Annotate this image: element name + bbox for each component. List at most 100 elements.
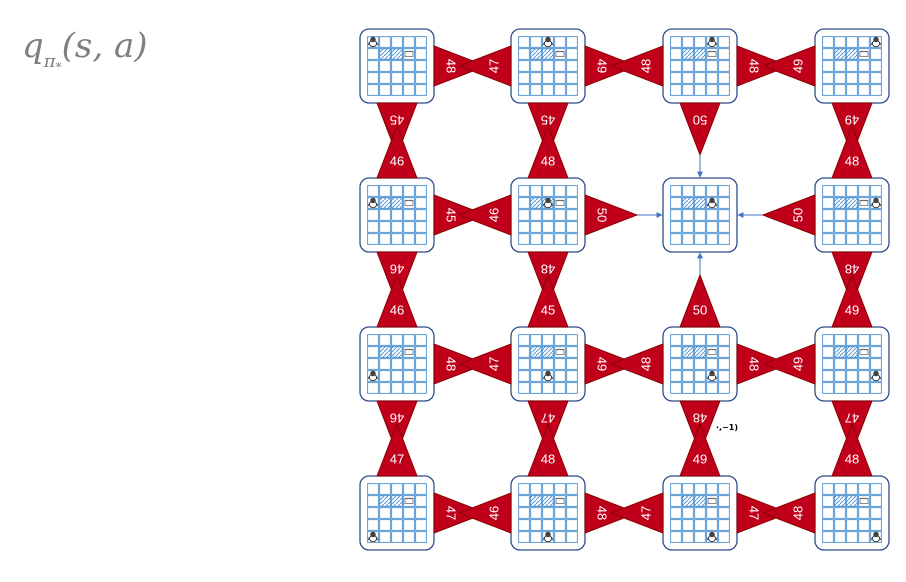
grid-cell bbox=[367, 358, 379, 370]
grid-cell bbox=[718, 507, 730, 519]
triangle-shape bbox=[610, 343, 664, 385]
grid-cell bbox=[682, 233, 694, 245]
triangle-shape bbox=[831, 125, 873, 179]
agent-icon bbox=[706, 36, 718, 48]
triangle-shape bbox=[376, 274, 418, 328]
action-value-triangle: 48 bbox=[762, 492, 816, 534]
grid-cell bbox=[718, 382, 730, 394]
grid-cell bbox=[379, 334, 391, 346]
grid-cell bbox=[518, 72, 530, 84]
grid-cell bbox=[403, 370, 415, 382]
state-board bbox=[359, 177, 435, 253]
grid-cell bbox=[379, 519, 391, 531]
grid-cell bbox=[367, 60, 379, 72]
action-value-triangle: 48 bbox=[831, 423, 873, 477]
grid-cell bbox=[694, 72, 706, 84]
grid-cell bbox=[694, 370, 706, 382]
grid-cell bbox=[367, 185, 379, 197]
grid-cell bbox=[415, 221, 427, 233]
action-value-label: 46 bbox=[390, 261, 404, 276]
grid-cell bbox=[834, 370, 846, 382]
grid-cell bbox=[822, 507, 834, 519]
grid-cell bbox=[682, 483, 694, 495]
action-value-label: 47 bbox=[639, 506, 654, 520]
grid-cell bbox=[870, 221, 882, 233]
grid-cell bbox=[566, 36, 578, 48]
grid-cell bbox=[846, 507, 858, 519]
grid-cell bbox=[706, 519, 718, 531]
grid-cell bbox=[694, 36, 706, 48]
grid-cell bbox=[530, 370, 542, 382]
grid-cell bbox=[403, 221, 415, 233]
grid-cell bbox=[415, 185, 427, 197]
grid-cell bbox=[554, 531, 566, 543]
grid-cell bbox=[682, 60, 694, 72]
grid-cell bbox=[846, 221, 858, 233]
grid-cell bbox=[834, 36, 846, 48]
grid-cell bbox=[379, 358, 391, 370]
grid-cell bbox=[554, 370, 566, 382]
grid-cell bbox=[367, 48, 379, 60]
grid-cell bbox=[518, 209, 530, 221]
grid-cell bbox=[682, 334, 694, 346]
grid-cell bbox=[718, 483, 730, 495]
grid-cell bbox=[518, 60, 530, 72]
grid-cell bbox=[415, 346, 427, 358]
grid-cell bbox=[554, 233, 566, 245]
grid-cell bbox=[518, 233, 530, 245]
action-value-label: 47 bbox=[390, 452, 404, 467]
grid-cell bbox=[403, 197, 415, 209]
grid-cell bbox=[670, 72, 682, 84]
grid-cell bbox=[542, 483, 554, 495]
grid-cell bbox=[391, 60, 403, 72]
obstacle-cell bbox=[530, 197, 554, 209]
grid-cell bbox=[682, 221, 694, 233]
grid-cell bbox=[706, 233, 718, 245]
grid-cell bbox=[706, 483, 718, 495]
triangle-shape bbox=[610, 45, 664, 87]
grid-cell bbox=[870, 72, 882, 84]
grid-cell bbox=[718, 358, 730, 370]
grid-cell bbox=[858, 197, 870, 209]
grid-cell bbox=[682, 185, 694, 197]
triangle-shape bbox=[527, 274, 569, 328]
grid-cell bbox=[379, 72, 391, 84]
action-value-label: 49 bbox=[791, 357, 806, 371]
grid-cell bbox=[554, 84, 566, 96]
grid-cell bbox=[834, 72, 846, 84]
grid-cell bbox=[403, 519, 415, 531]
grid-cell bbox=[858, 185, 870, 197]
action-value-triangle: 48 bbox=[610, 343, 664, 385]
grid-cell bbox=[566, 346, 578, 358]
grid-cell bbox=[415, 519, 427, 531]
agent-icon bbox=[870, 197, 882, 209]
grid-cell bbox=[391, 507, 403, 519]
formula-title: qπ*(s, a) bbox=[22, 26, 147, 74]
triangle-shape bbox=[762, 194, 816, 236]
agent-icon bbox=[870, 36, 882, 48]
grid-cell bbox=[379, 507, 391, 519]
grid-cell bbox=[566, 507, 578, 519]
grid-cell bbox=[530, 36, 542, 48]
grid-cell bbox=[846, 483, 858, 495]
obstacle-cell bbox=[379, 48, 403, 60]
triangle-shape bbox=[831, 274, 873, 328]
grid-cell bbox=[518, 36, 530, 48]
grid-cell bbox=[554, 495, 566, 507]
triangle-shape bbox=[527, 125, 569, 179]
grid-cell bbox=[834, 358, 846, 370]
grid-cell bbox=[415, 334, 427, 346]
grid-cell bbox=[391, 370, 403, 382]
action-value-triangle: 50 bbox=[679, 274, 721, 328]
triangle-shape bbox=[762, 343, 816, 385]
grid-cell bbox=[379, 36, 391, 48]
grid-cell bbox=[415, 531, 427, 543]
grid-cell bbox=[542, 221, 554, 233]
grid-cell bbox=[682, 209, 694, 221]
action-value-triangle: 46 bbox=[458, 194, 512, 236]
grid-cell bbox=[670, 334, 682, 346]
formula-subscript-star: * bbox=[55, 60, 62, 74]
grid-cell bbox=[694, 507, 706, 519]
grid-cell bbox=[834, 84, 846, 96]
action-value-label: 48 bbox=[541, 261, 555, 276]
